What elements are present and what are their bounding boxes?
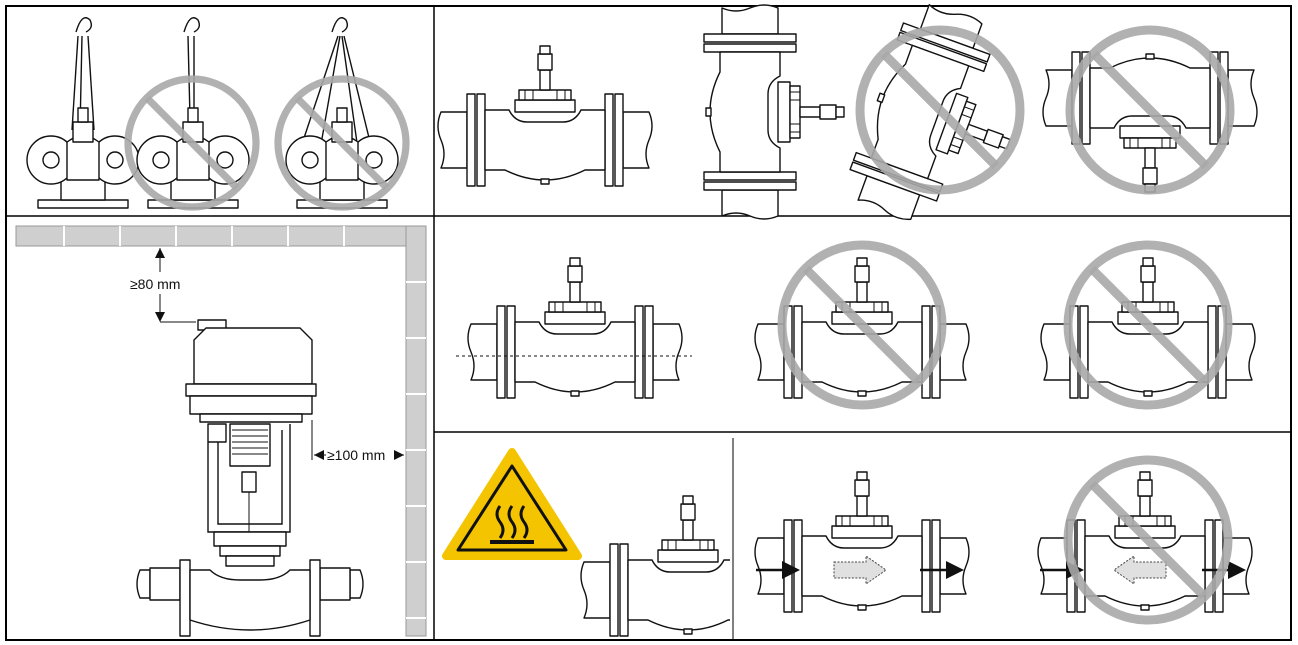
dimension-top: ≥80 mm [128, 248, 196, 323]
panel-grid [5, 5, 1292, 641]
panel-hot-surface [442, 448, 730, 637]
lifting-correct [26, 17, 140, 209]
hot-surface-warning-icon [442, 448, 582, 560]
valve-aligned-correct [456, 257, 692, 399]
valve-misaligned-wrong [754, 245, 970, 405]
dimension-side: ≥100 mm [311, 420, 404, 464]
panel-lifting [26, 17, 406, 209]
valve-upside-down-wrong [1042, 30, 1258, 192]
lifting-wrong-2 [278, 17, 406, 208]
valve-upright-correct [437, 45, 653, 187]
clearance-side-label: ≥100 mm [327, 447, 385, 463]
flow-reversed-wrong [1037, 460, 1253, 620]
valve-horizontal-stem-correct [703, 4, 845, 220]
panel-orientation [437, 0, 1258, 246]
panel-flow-direction [754, 460, 1253, 620]
clearance-top-label: ≥80 mm [130, 276, 180, 292]
valve-tilted-wrong [839, 0, 1046, 246]
flow-correct [754, 471, 970, 613]
actuator-with-valve [136, 319, 364, 637]
wall [15, 225, 427, 637]
panel-alignment [456, 245, 1256, 405]
valve-gap-wrong [1040, 245, 1256, 405]
panel-clearance: ≥80 mm ≥100 mm [15, 225, 427, 637]
lifting-wrong-1 [128, 17, 256, 208]
